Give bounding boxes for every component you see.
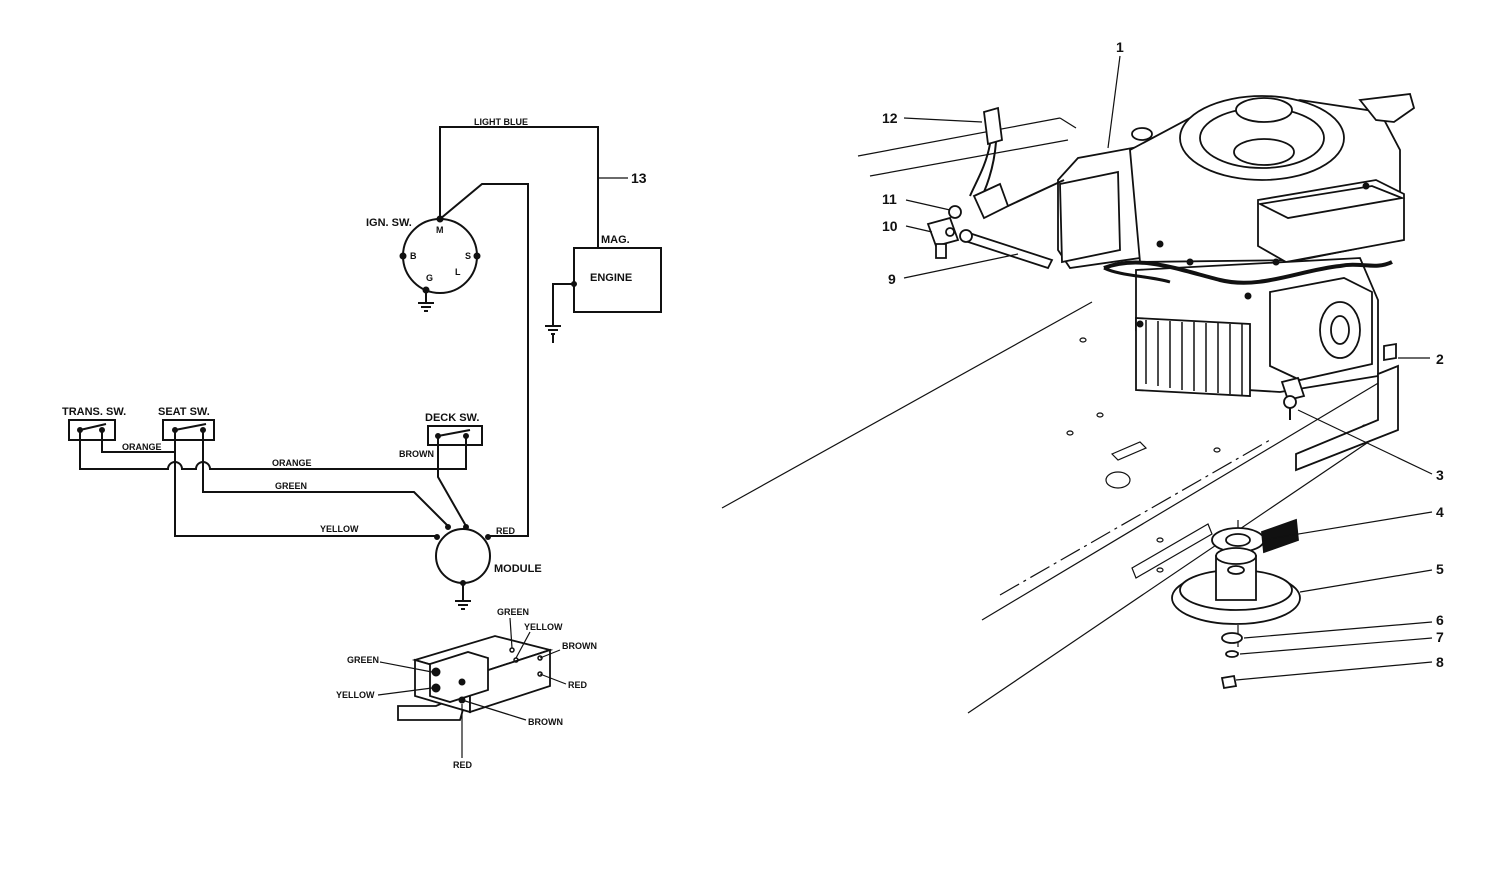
deck-switch: DECK SW. [425,412,483,446]
part-5-pulley [1171,547,1301,625]
callout-8: 8 [1436,654,1444,670]
module-box-right [469,648,551,714]
module-detail-label-yellow-top: YELLOW [524,622,563,632]
engine-label: ENGINE [590,272,632,284]
centerline-a [999,439,1271,596]
engine-body [573,247,662,313]
callout-3: 3 [1436,467,1444,483]
part-4-hub [1211,518,1299,554]
wire-yellow [174,430,437,537]
seat-switch-label: SEAT SW. [158,406,210,418]
callout-6: 6 [1436,612,1444,628]
part-10-11-fittings [926,205,962,259]
engine-mag-label: MAG. [601,234,630,246]
module-detail-label-brown-bottom: BROWN [528,717,563,727]
wire-light-blue [439,126,599,248]
callout-11: 11 [882,191,897,207]
wiring-schematic: LIGHT BLUE 13 M B S G L IGN. SW. RED [62,117,662,610]
callout-4: 4 [1436,504,1444,520]
module-detail-label-red-bottom: RED [453,760,473,770]
module-label: MODULE [494,563,542,575]
module-detail-label-green-top: GREEN [497,607,529,617]
deck-switch-label: DECK SW. [425,412,479,424]
ignition-terminal-g: G [426,273,433,283]
ignition-terminal-l: L [455,267,461,277]
module-detail-label-yellow-left: YELLOW [336,690,375,700]
ignition-switch: M B S G L IGN. SW. [366,215,481,294]
callout-leaders [903,55,1433,681]
ignition-switch-label: IGN. SW. [366,217,412,229]
callout-12: 12 [882,110,898,126]
module-body [435,528,491,584]
wire-label-green: GREEN [275,481,307,491]
wire-orange-trans-deck [79,430,467,470]
wire-red [439,183,529,537]
callout-2: 2 [1436,351,1444,367]
module: MODULE [434,524,542,610]
callout-10: 10 [882,218,898,234]
engine-body-drawing [1057,93,1416,402]
trans-switch-body [68,419,116,441]
wire-orange-trans-seat [101,430,175,453]
callout-5: 5 [1436,561,1444,577]
wire-label-orange-b: ORANGE [272,458,312,468]
wire-label-orange-a: ORANGE [122,442,162,452]
ignition-terminal-s: S [465,251,471,261]
module-detail-label-brown-right: BROWN [562,641,597,651]
part-9-rod [959,229,1054,270]
part-3-bolt [1283,395,1297,420]
ignition-terminal-s-dot [473,252,481,260]
part-12-connector [969,106,1065,220]
wire-label-red: RED [496,526,516,536]
callout-1: 1 [1116,39,1124,55]
wire-label-brown: BROWN [399,449,434,459]
wire-label-yellow: YELLOW [320,524,359,534]
engine-exploded-view: 1 2 3 4 5 6 7 8 9 10 11 12 [721,39,1444,714]
callout-7: 7 [1436,629,1444,645]
callout-13: 13 [631,170,647,186]
seat-switch-body [162,419,215,441]
ignition-terminal-b: B [410,251,417,261]
deck-switch-body [427,425,483,446]
frame-plate [721,117,1399,714]
seat-switch: SEAT SW. [158,406,215,441]
ignition-terminal-b-dot [399,252,407,260]
wire-brown [437,436,467,527]
trans-switch-label: TRANS. SW. [62,406,126,418]
ignition-terminal-m: M [436,225,444,235]
ignition-ground-symbol [418,290,434,312]
wire-green [202,430,449,527]
callout-9: 9 [888,271,896,287]
callout-numbers: 1 2 3 4 5 6 7 8 9 10 11 12 [882,39,1444,670]
engine-box: ENGINE MAG. [545,234,662,343]
module-detail-label-green-left: GREEN [347,655,379,665]
part-2-bracket [1295,342,1399,472]
module-detail: GREEN YELLOW BROWN RED GREEN YELLOW BROW… [336,607,597,770]
part-6-8-hardware [1220,632,1243,690]
module-detail-label-red-right: RED [568,680,588,690]
wire-label-light-blue: LIGHT BLUE [474,117,528,127]
trans-switch: TRANS. SW. [62,406,126,441]
